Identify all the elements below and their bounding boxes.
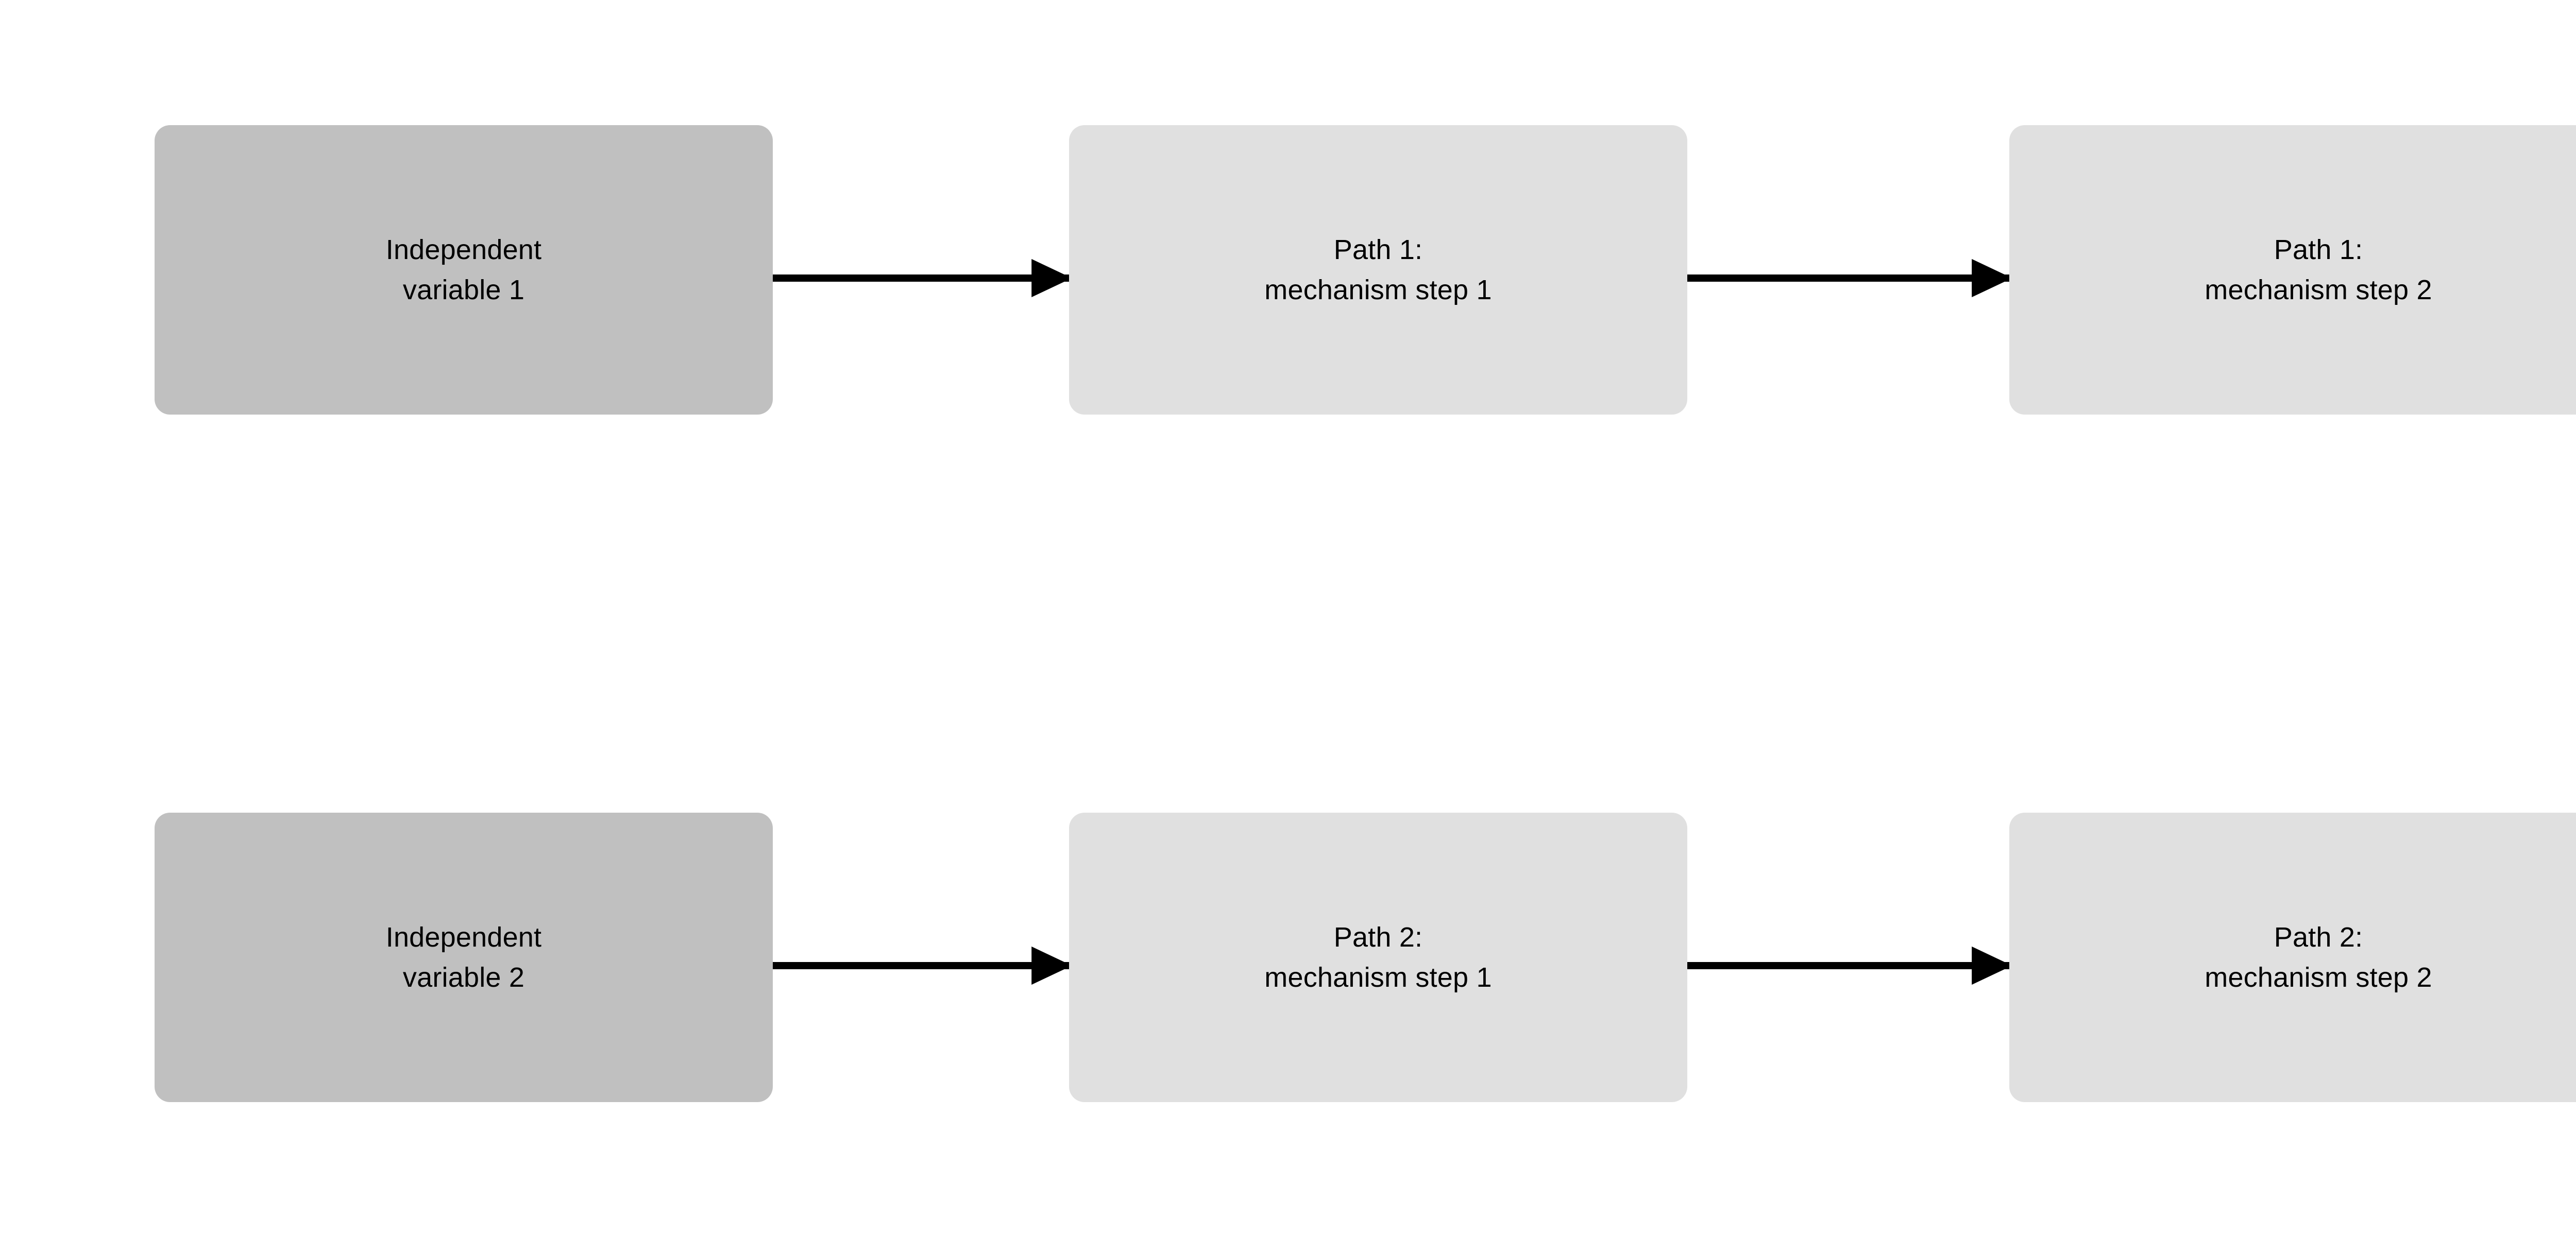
node-label: Path 2: mechanism step 1 [1264, 922, 1492, 993]
node-path-1-mechanism-step-2[interactable]: Path 1: mechanism step 2 [2009, 125, 2576, 415]
node-path-2-mechanism-step-1[interactable]: Path 2: mechanism step 1 [1069, 813, 1687, 1102]
node-label: Independent variable 1 [385, 234, 542, 305]
node-label: Path 2: mechanism step 2 [2205, 922, 2432, 993]
node-independent-variable-1[interactable]: Independent variable 1 [155, 125, 773, 415]
node-path-2-mechanism-step-2[interactable]: Path 2: mechanism step 2 [2009, 813, 2576, 1102]
node-label: Path 1: mechanism step 2 [2205, 234, 2432, 305]
node-independent-variable-2[interactable]: Independent variable 2 [155, 813, 773, 1102]
node-path-1-mechanism-step-1[interactable]: Path 1: mechanism step 1 [1069, 125, 1687, 415]
node-label: Independent variable 2 [385, 922, 542, 993]
node-label: Path 1: mechanism step 1 [1264, 234, 1492, 305]
